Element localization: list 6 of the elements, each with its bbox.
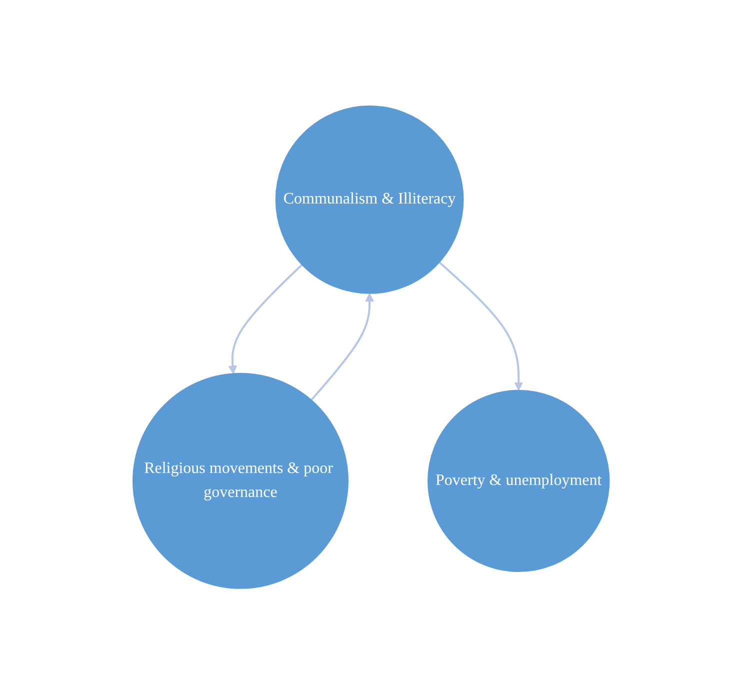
arrow [310,293,374,401]
node-circle: Communalism & Illiteracy [276,106,464,294]
arrow [228,264,304,374]
arrow [439,262,524,391]
node-circle: Poverty & unemployment [428,390,610,572]
node-circle: Religious movements & poor governance [132,373,349,590]
